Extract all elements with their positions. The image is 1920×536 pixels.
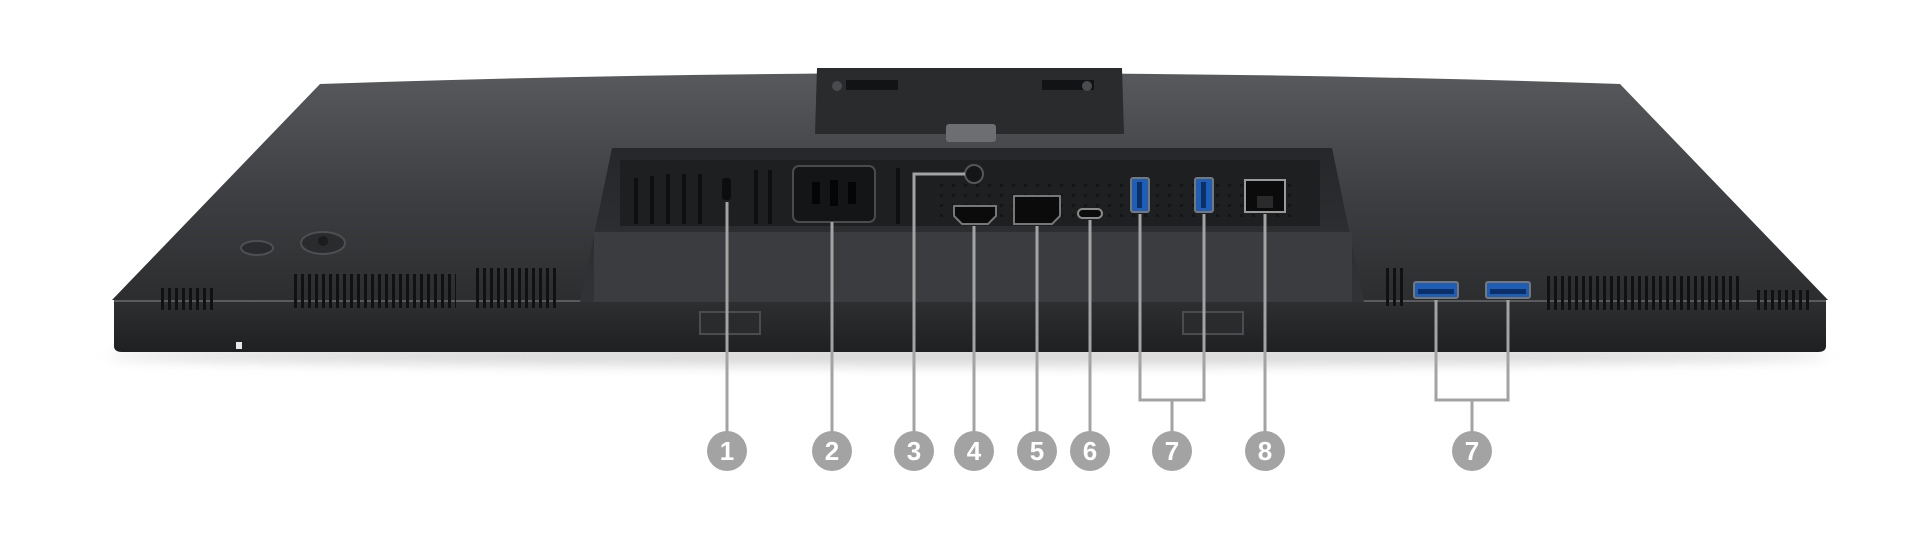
stand-mount-slot-right: [1042, 80, 1094, 90]
mount-screw-right: [1082, 81, 1092, 91]
callout-badge-3: 3: [894, 431, 934, 471]
callout-badge-4: 4: [954, 431, 994, 471]
callout-label-7-side: 7: [1465, 436, 1479, 466]
usb-a-port-rear-1-tongue: [1137, 182, 1142, 208]
security-lock-slot: [722, 178, 731, 200]
power-pin-center: [830, 180, 838, 206]
mount-screw-left: [832, 81, 842, 91]
rj45-latch: [1257, 196, 1273, 208]
power-led-icon: [236, 342, 242, 349]
callout-label-1: 1: [720, 436, 734, 466]
callout-label-4: 4: [967, 436, 982, 466]
joystick-center-icon: [318, 236, 328, 246]
usb-a-port-rear-2-tongue: [1201, 182, 1206, 208]
callout-badge-7-side: 7: [1452, 431, 1492, 471]
monitor-front-lip: [114, 300, 1826, 352]
leader-lines: [725, 172, 1510, 436]
right-vent-3: [1756, 290, 1812, 310]
callout-label-5: 5: [1030, 436, 1044, 466]
power-pin-left: [812, 182, 820, 204]
callout-label-3: 3: [907, 436, 921, 466]
hdmi-port: [953, 205, 997, 225]
callout-label-6: 6: [1083, 436, 1097, 466]
stand-foot-left: [699, 311, 761, 335]
port-panel-dots: [940, 184, 1300, 224]
right-vent-1: [1386, 268, 1404, 306]
usb-a-port-side-1-tongue: [1418, 289, 1454, 294]
callout-badge-7-rear: 7: [1152, 431, 1192, 471]
callout-label-2: 2: [825, 436, 839, 466]
stand-mount-slot-left: [846, 80, 898, 90]
usb-a-port-side-2-tongue: [1490, 289, 1526, 294]
stand-foot-right: [1182, 311, 1244, 335]
callout-label-8: 8: [1258, 436, 1272, 466]
displayport: [1013, 195, 1061, 225]
left-panel-slots: [634, 168, 900, 224]
usb-c-port: [1077, 208, 1103, 219]
callout-badge-8: 8: [1245, 431, 1285, 471]
left-vent-3: [476, 268, 560, 308]
left-vent-2: [292, 274, 456, 308]
leader-line-3: [912, 172, 965, 436]
callout-badge-5: 5: [1017, 431, 1057, 471]
callout-label-7-rear: 7: [1165, 436, 1179, 466]
left-vent-1: [160, 288, 216, 310]
callout-badge-6: 6: [1070, 431, 1110, 471]
callout-badge-2: 2: [812, 431, 852, 471]
power-pin-right: [848, 182, 856, 204]
stand-lock-screw: [964, 164, 984, 184]
power-button-icon: [240, 240, 274, 256]
stand-clip: [946, 124, 996, 142]
right-vent-2: [1544, 276, 1740, 310]
callout-badge-1: 1: [707, 431, 747, 471]
